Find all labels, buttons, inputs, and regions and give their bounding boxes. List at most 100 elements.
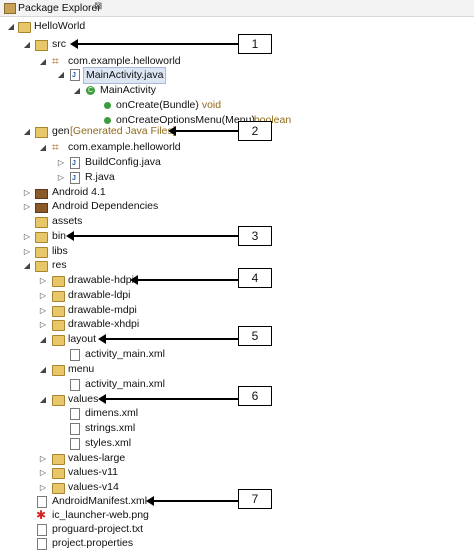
expand-arrow-icon[interactable]: ◢ [23, 40, 31, 49]
tree-item-menu[interactable]: ◢ menu [0, 362, 300, 377]
collapse-arrow-icon[interactable]: ▷ [39, 276, 47, 285]
callout-arrow-4 [130, 275, 238, 285]
tree-item-menu-activity-main[interactable]: activity_main.xml [0, 377, 300, 392]
tree-item-values-v14[interactable]: ▷ values-v14 [0, 480, 300, 495]
folder-icon [52, 335, 65, 346]
tree-item-drawable-hdpi[interactable]: ▷ drawable-hdpi [0, 273, 300, 288]
tree-item-proguard[interactable]: proguard-project.txt [0, 522, 300, 537]
tree-item-assets[interactable]: assets [0, 214, 300, 229]
tree-item-label: strings.xml [85, 422, 136, 434]
collapse-arrow-icon[interactable]: ▷ [39, 306, 47, 315]
tree-item-label: assets [52, 215, 83, 227]
tree-item-dimens[interactable]: dimens.xml [0, 406, 300, 421]
java-file-icon: J [70, 157, 80, 169]
source-folder-icon [35, 127, 48, 138]
expand-arrow-icon[interactable]: ◢ [39, 57, 47, 66]
tree-item-drawable-mdpi[interactable]: ▷ drawable-mdpi [0, 303, 300, 318]
method-icon [104, 102, 111, 109]
tree-item-values-large[interactable]: ▷ values-large [0, 451, 300, 466]
folder-icon [35, 261, 48, 272]
expand-arrow-icon[interactable]: ◢ [39, 143, 47, 152]
collapse-arrow-icon[interactable]: ▷ [39, 454, 47, 463]
folder-icon [52, 468, 65, 479]
tree-item-layout[interactable]: ◢ layout [0, 332, 300, 347]
tree-item-label: activity_main.xml [85, 348, 165, 360]
collapse-arrow-icon[interactable]: ▷ [23, 202, 31, 211]
tree-item-values[interactable]: ◢ values [0, 392, 300, 407]
tree-item-drawable-ldpi[interactable]: ▷ drawable-ldpi [0, 288, 300, 303]
tree-item-manifest[interactable]: AndroidManifest.xml [0, 494, 300, 509]
class-icon: C [86, 86, 95, 95]
callout-arrow-1 [70, 39, 238, 49]
tree-item-styles[interactable]: styles.xml [0, 436, 300, 451]
collapse-arrow-icon[interactable]: ▷ [39, 483, 47, 492]
view-title: Package Explorer [18, 2, 101, 14]
tree-item-src[interactable]: ◢ src [0, 37, 300, 52]
expand-arrow-icon[interactable]: ◢ [23, 261, 31, 270]
tree-item-values-v11[interactable]: ▷ values-v11 [0, 465, 300, 480]
tree-item-gen-package[interactable]: ◢ ⌗ com.example.helloworld [0, 140, 300, 155]
tree-item-label: R.java [85, 171, 115, 183]
xml-file-icon [37, 496, 47, 508]
collapse-arrow-icon[interactable]: ▷ [23, 188, 31, 197]
library-icon [35, 189, 48, 199]
collapse-arrow-icon[interactable]: ▷ [57, 173, 65, 182]
tree-item-project[interactable]: ◢ HelloWorld [0, 19, 300, 34]
tree-item-gen[interactable]: ◢ gen [Generated Java Files] [0, 124, 300, 139]
folder-icon [52, 483, 65, 494]
tree-item-main-activity-file[interactable]: ◢ J MainActivity.java [0, 67, 300, 84]
collapse-arrow-icon[interactable]: ▷ [23, 232, 31, 241]
tree-item-drawable-xhdpi[interactable]: ▷ drawable-xhdpi [0, 317, 300, 332]
source-folder-icon [35, 40, 48, 51]
tree-item-bin[interactable]: ▷ bin [0, 229, 300, 244]
tree-item-android-dependencies[interactable]: ▷ Android Dependencies [0, 199, 300, 214]
tree-item-method-oncreate[interactable]: onCreate(Bundle) : void [0, 98, 300, 113]
tree-item-project-properties[interactable]: project.properties [0, 536, 300, 551]
library-icon [35, 203, 48, 213]
collapse-arrow-icon[interactable]: ▷ [57, 158, 65, 167]
xml-file-icon [70, 379, 80, 391]
tree-item-launcher-png[interactable]: ✱ ic_launcher-web.png [0, 508, 300, 523]
tree-item-label: styles.xml [85, 437, 132, 449]
image-file-icon: ✱ [36, 508, 47, 522]
expand-arrow-icon[interactable]: ◢ [39, 395, 47, 404]
tree-item-res[interactable]: ◢ res [0, 258, 300, 273]
tree-item-label: Android 4.1 [52, 186, 106, 198]
collapse-arrow-icon[interactable]: ▷ [23, 247, 31, 256]
collapse-arrow-icon[interactable]: ▷ [39, 291, 47, 300]
tree-item-label: onCreate(Bundle) [116, 99, 199, 111]
tree-item-main-activity-class[interactable]: ◢ C MainActivity [0, 83, 300, 98]
tree-item-label: layout [68, 333, 97, 345]
text-file-icon [37, 524, 47, 536]
expand-arrow-icon[interactable]: ◢ [23, 127, 31, 136]
tree-item-label: AndroidManifest.xml [52, 495, 148, 507]
tree-item-android-lib[interactable]: ▷ Android 4.1 [0, 185, 300, 200]
callout-box-7: 7 [238, 489, 272, 509]
folder-icon [52, 365, 65, 376]
collapse-arrow-icon[interactable]: ▷ [39, 320, 47, 329]
expand-arrow-icon[interactable]: ◢ [39, 365, 47, 374]
callout-box-5: 5 [238, 326, 272, 346]
tree-item-rjava[interactable]: ▷ J R.java [0, 170, 300, 185]
tree-item-libs[interactable]: ▷ libs [0, 244, 300, 259]
folder-icon [35, 232, 48, 243]
tree-item-strings[interactable]: strings.xml [0, 421, 300, 436]
tree-item-buildconfig[interactable]: ▷ J BuildConfig.java [0, 155, 300, 170]
expand-arrow-icon[interactable]: ◢ [57, 70, 65, 79]
expand-arrow-icon[interactable]: ◢ [7, 22, 15, 31]
callout-box-4: 4 [238, 268, 272, 288]
tree-item-label: res [52, 259, 67, 271]
tree-item-src-package[interactable]: ◢ ⌗ com.example.helloworld [0, 54, 300, 69]
tree-item-layout-activity-main[interactable]: activity_main.xml [0, 347, 300, 362]
project-icon [18, 22, 31, 33]
expand-arrow-icon[interactable]: ◢ [73, 86, 81, 95]
callout-box-6: 6 [238, 386, 272, 406]
tree-item-label: BuildConfig.java [85, 156, 161, 168]
tree-item-label: Android Dependencies [52, 200, 159, 212]
tree-item-label: HelloWorld [34, 20, 86, 32]
callout-arrow-7 [146, 496, 238, 506]
collapse-arrow-icon[interactable]: ▷ [39, 468, 47, 477]
tree-item-label: activity_main.xml [85, 378, 165, 390]
close-icon[interactable]: ⊠ [94, 1, 103, 12]
expand-arrow-icon[interactable]: ◢ [39, 335, 47, 344]
